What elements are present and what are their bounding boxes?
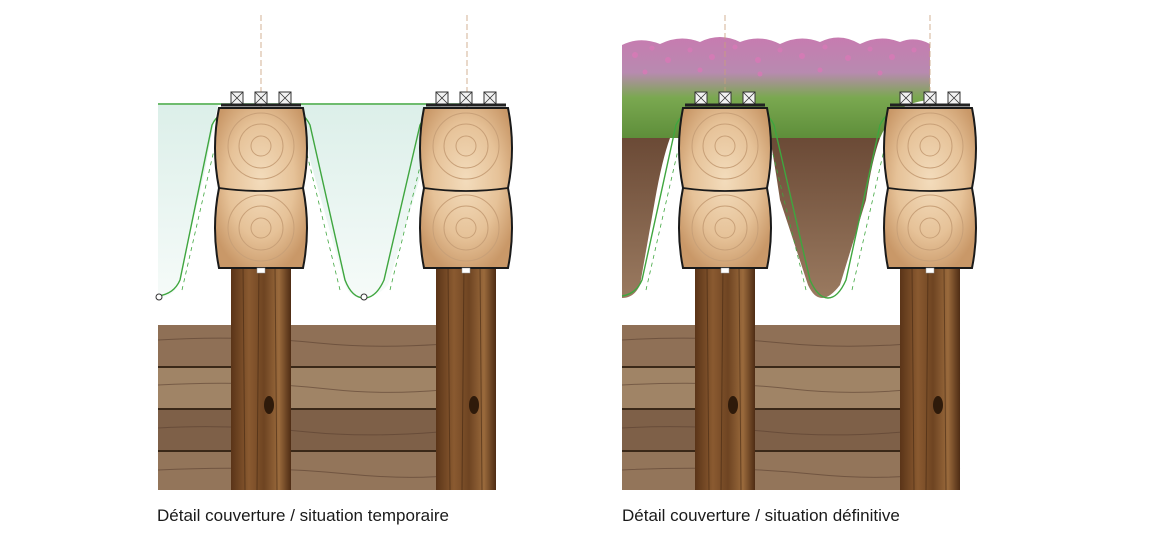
flower-dots bbox=[632, 44, 917, 77]
log-stack-left-b bbox=[418, 90, 514, 275]
post-left-b bbox=[435, 264, 497, 491]
post-left-a bbox=[230, 264, 292, 491]
log-stack-left-a bbox=[213, 90, 309, 275]
log-stack-right-b bbox=[882, 90, 978, 275]
caption-temporary: Détail couverture / situation temporaire bbox=[157, 506, 449, 525]
caption-definitive: Détail couverture / situation définitive bbox=[622, 506, 900, 525]
vegetation-layer bbox=[622, 37, 930, 138]
post-right-b bbox=[899, 264, 961, 491]
panel-definitive bbox=[621, 15, 978, 491]
temporary-cover-fill bbox=[158, 105, 442, 298]
soil-fill bbox=[622, 138, 880, 298]
panel-temporary bbox=[155, 15, 514, 491]
log-stack-right-a bbox=[677, 90, 773, 275]
post-right-a bbox=[694, 264, 756, 491]
